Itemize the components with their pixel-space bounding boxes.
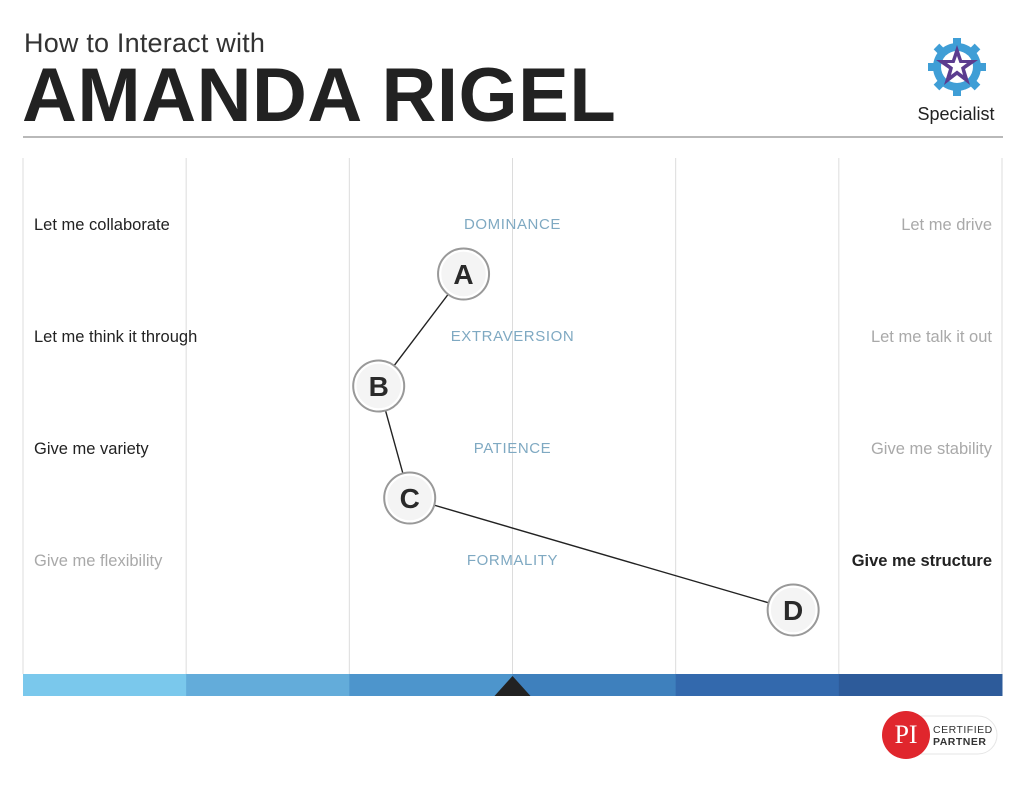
page-subtitle: How to Interact with	[24, 28, 266, 58]
factor-node-d: D	[766, 583, 820, 637]
svg-text:PARTNER: PARTNER	[933, 736, 986, 748]
node-fill	[769, 586, 817, 634]
mean-marker-icon	[494, 676, 531, 696]
factor-node-c: C	[383, 471, 437, 525]
scale-bar-segment	[349, 674, 513, 696]
header-divider	[23, 136, 1003, 138]
left-statement: Give me variety	[34, 440, 149, 458]
node-fill	[439, 250, 488, 298]
scale-bar-segment	[186, 674, 350, 696]
right-statement: Let me talk it out	[871, 328, 992, 346]
pi-certified-partner-logo: PI CERTIFIED PARTNER	[882, 711, 998, 759]
right-statement: Give me structure	[852, 552, 992, 570]
factor-node-a: A	[437, 247, 491, 301]
scale-bar-segment	[512, 674, 677, 696]
pi-mark-icon	[882, 711, 930, 759]
factor-nodes: A B C D	[352, 247, 820, 637]
left-statement: Let me collaborate	[34, 216, 170, 234]
right-statement: Give me stability	[871, 440, 993, 458]
node-letter: A	[453, 259, 473, 290]
right-statement: Let me drive	[901, 216, 992, 234]
factor-name: DOMINANCE	[464, 216, 561, 233]
node-letter: B	[369, 371, 389, 402]
svg-text:PI: PI	[894, 720, 917, 749]
scale-bar-segment	[23, 674, 187, 696]
factor-name: EXTRAVERSION	[451, 328, 575, 345]
factor-name: PATIENCE	[474, 440, 552, 457]
sigma-scale-bar	[23, 674, 1003, 696]
node-fill	[354, 362, 403, 410]
factor-labels: Let me collaborate DOMINANCE Let me driveL…	[34, 216, 993, 570]
pattern-line	[378, 273, 794, 611]
factor-name: FORMALITY	[467, 552, 558, 569]
profile-badge-label: Specialist	[917, 104, 995, 124]
svg-text:CERTIFIED: CERTIFIED	[933, 724, 993, 736]
chart-gridlines	[22, 158, 1003, 674]
left-statement: Give me flexibility	[34, 552, 163, 570]
pattern-segment	[409, 497, 794, 611]
scale-bar-segment	[675, 674, 840, 696]
page-title: AMANDA RIGEL	[22, 53, 617, 138]
factor-node-b: B	[352, 359, 406, 413]
star-gear-icon	[928, 38, 986, 96]
scale-bar-segment	[838, 674, 1003, 696]
node-letter: C	[400, 483, 420, 514]
node-letter: D	[783, 595, 803, 626]
left-statement: Let me think it through	[34, 328, 197, 346]
node-fill	[385, 474, 434, 522]
